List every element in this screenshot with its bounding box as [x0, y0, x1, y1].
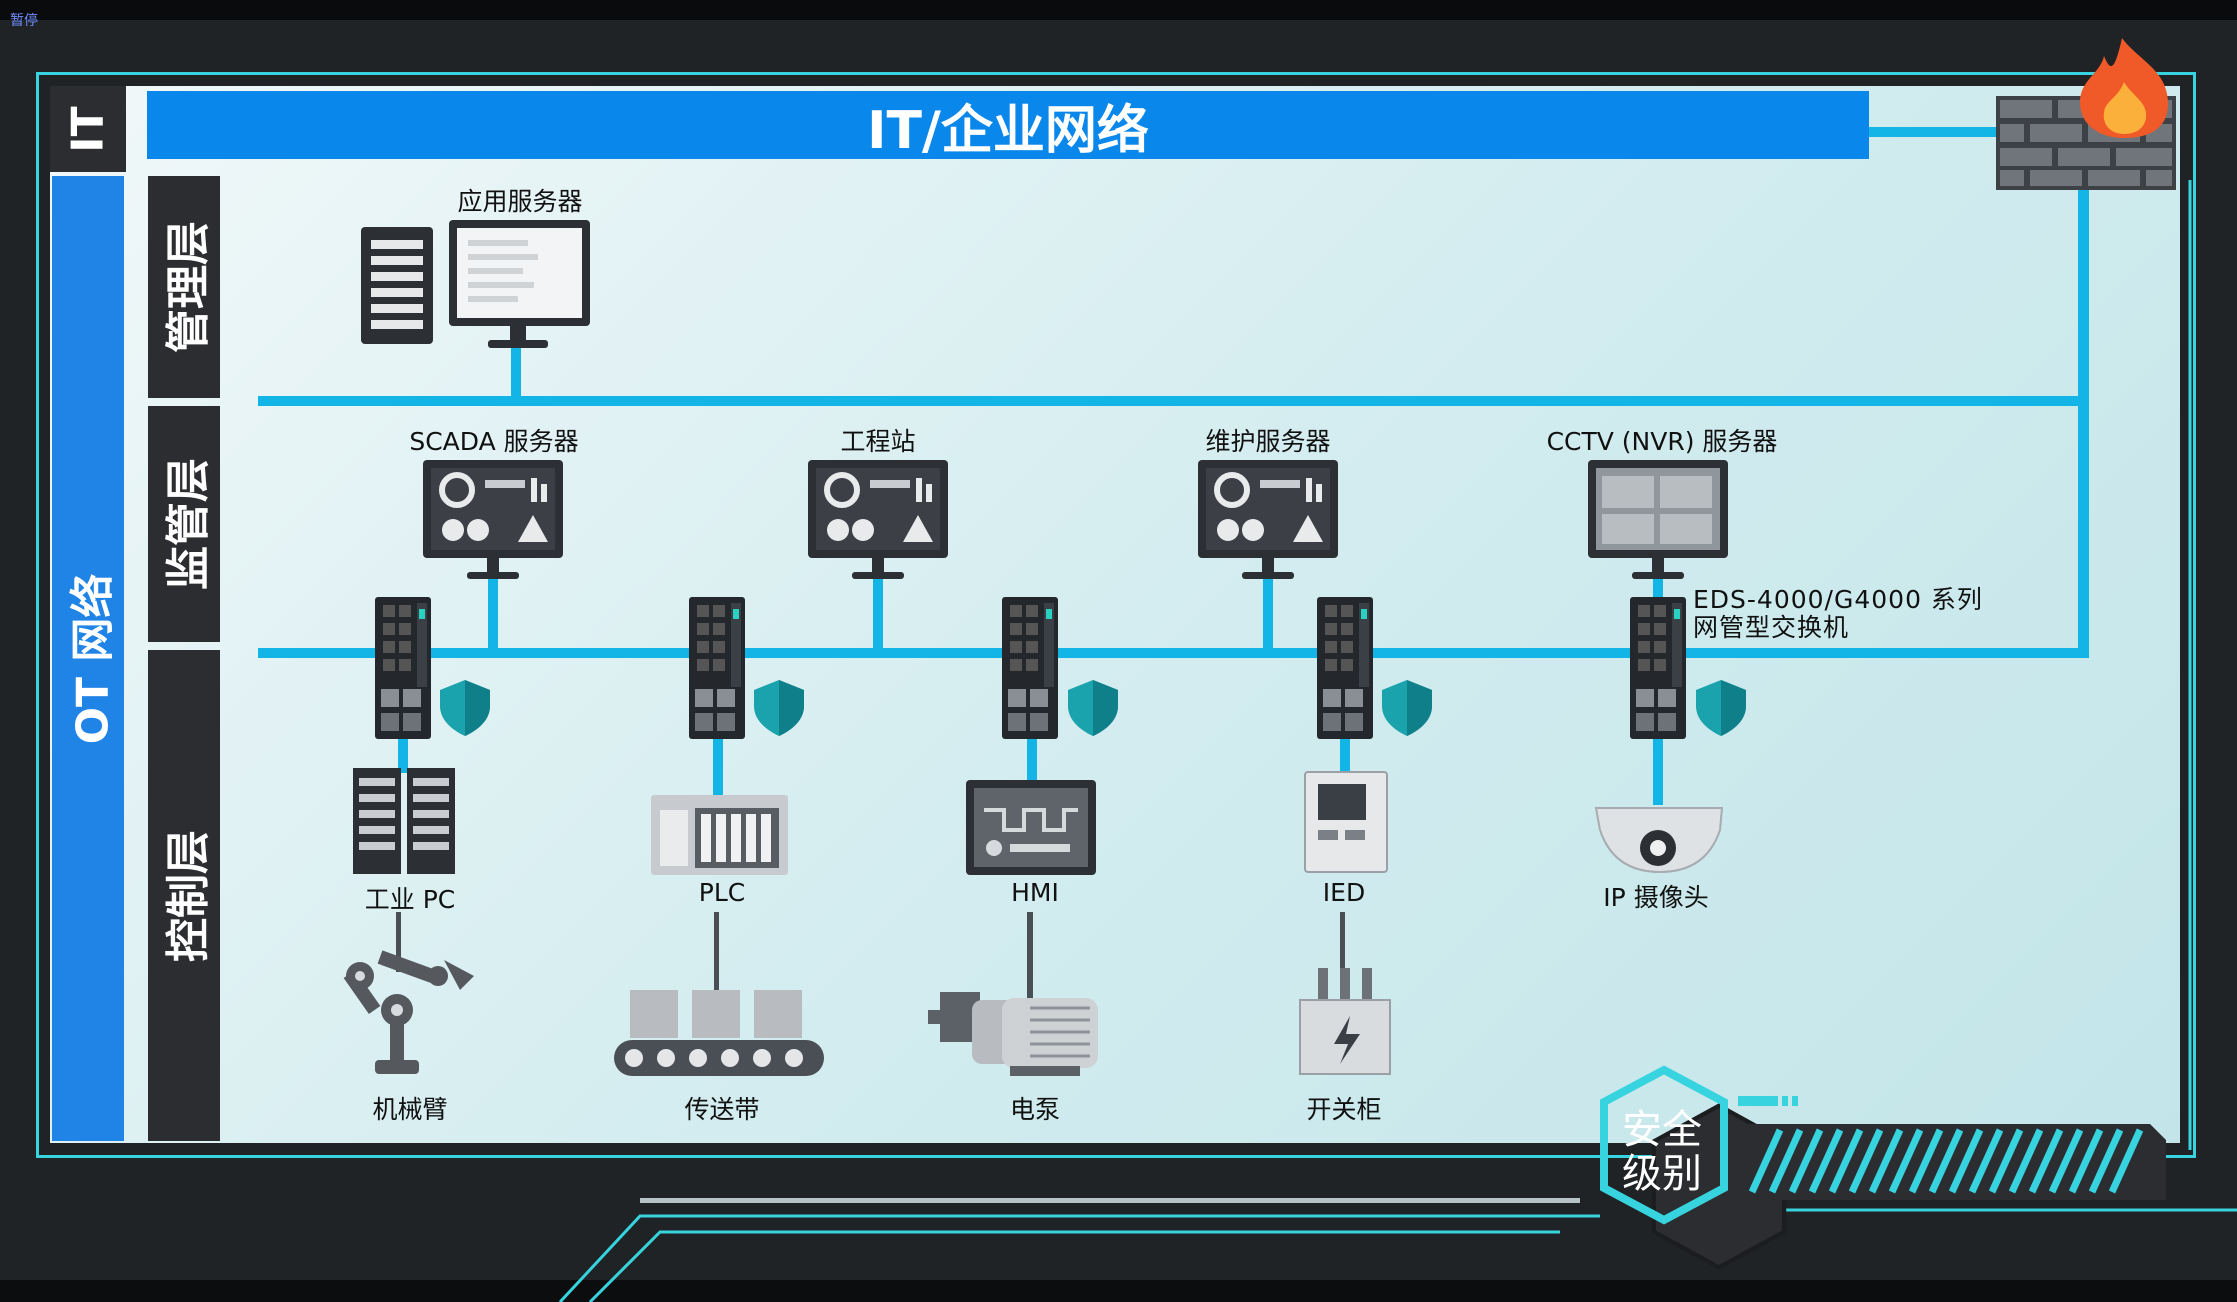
camera-drop [1653, 735, 1663, 805]
app-server-monitor-icon [449, 220, 590, 348]
switchgear-label: 开关柜 [1306, 1095, 1382, 1124]
it-link [1869, 127, 1999, 137]
fire-icon [2080, 38, 2168, 138]
maint-drop [1263, 576, 1273, 650]
it-network-title: IT/企业网络 [147, 91, 1869, 161]
ipc-drop [398, 735, 408, 773]
switch-type-label: 网管型交换机 [1693, 613, 1850, 642]
layer-management: 管理层 [148, 176, 220, 398]
pump-label: 电泵 [1009, 1095, 1061, 1124]
switch-icon-3 [1002, 597, 1058, 739]
switch-icon-5 [1630, 597, 1686, 739]
conveyor-icon [614, 990, 824, 1076]
industrial-pc-label: 工业 PC [364, 885, 456, 914]
ews-drop [873, 576, 883, 650]
switch-icon-1 [375, 597, 431, 739]
appserver-drop [511, 340, 521, 398]
shield-icon-5 [1696, 680, 1746, 736]
security-level-text: 安全 级别 [1622, 1107, 1702, 1197]
engineering-station-label: 工程站 [840, 427, 916, 456]
ot-network-bar: OT 网络 [52, 176, 124, 1141]
rack-server-icon [361, 227, 433, 344]
hmi-label: HMI [1011, 878, 1059, 907]
plc-drop [713, 735, 723, 797]
hmi-field-link [1027, 912, 1033, 1002]
tech-frame-lines [558, 180, 2237, 1302]
switch-icon-4 [1317, 597, 1373, 739]
industrial-pc-icon [353, 768, 455, 874]
bottom-bar [0, 1280, 2237, 1302]
hmi-panel-icon [966, 780, 1096, 875]
switchgear-icon [1299, 968, 1391, 1075]
tech-frame-bar [640, 1198, 1580, 1203]
cctv-drop [1653, 576, 1663, 606]
nvr-monitor-icon [1588, 460, 1728, 579]
scada-server-label: SCADA 服务器 [409, 427, 579, 456]
plc-icon [651, 795, 788, 875]
shield-icon-3 [1068, 680, 1118, 736]
management-bus [258, 396, 2088, 406]
ip-camera-label: IP 摄像头 [1603, 883, 1709, 912]
top-bar [0, 0, 2237, 20]
security-level-meter [1736, 1096, 2166, 1200]
plc-label: PLC [698, 878, 746, 907]
conveyor-label: 传送带 [684, 1095, 760, 1124]
ip-camera-icon [1594, 807, 1724, 874]
robot-arm-icon [343, 950, 474, 1074]
shield-icon-1 [440, 680, 490, 736]
scada-drop [488, 576, 498, 650]
shield-icon-2 [754, 680, 804, 736]
scada-monitor-icon [423, 460, 563, 579]
ied-label: IED [1322, 878, 1366, 907]
pause-label[interactable]: 暂停 [10, 13, 38, 29]
engineering-station-icon [808, 460, 948, 579]
shield-icon-4 [1382, 680, 1432, 736]
maintenance-server-label: 维护服务器 [1205, 427, 1331, 456]
switch-series-label: EDS-4000/G4000 系列 [1693, 585, 1983, 614]
plc-field-link [714, 912, 719, 992]
robot-arm-label: 机械臂 [372, 1095, 448, 1124]
layer-control: 控制层 [148, 650, 220, 1141]
firewall-riser [2078, 180, 2089, 658]
layer-supervisory: 监管层 [148, 406, 220, 642]
ied-icon [1304, 771, 1388, 873]
diagram-frame [36, 72, 2196, 1158]
electric-pump-icon [928, 992, 1098, 1076]
ied-drop [1340, 735, 1350, 773]
switch-icon-2 [689, 597, 745, 739]
ied-field-link [1340, 912, 1345, 974]
control-bus [258, 648, 2088, 658]
hmi-drop [1027, 735, 1037, 783]
ipc-field-link [396, 912, 401, 972]
maintenance-server-icon [1198, 460, 1338, 579]
cctv-server-label: CCTV (NVR) 服务器 [1546, 427, 1778, 456]
it-tag: IT [50, 86, 126, 172]
app-server-label: 应用服务器 [457, 187, 583, 216]
